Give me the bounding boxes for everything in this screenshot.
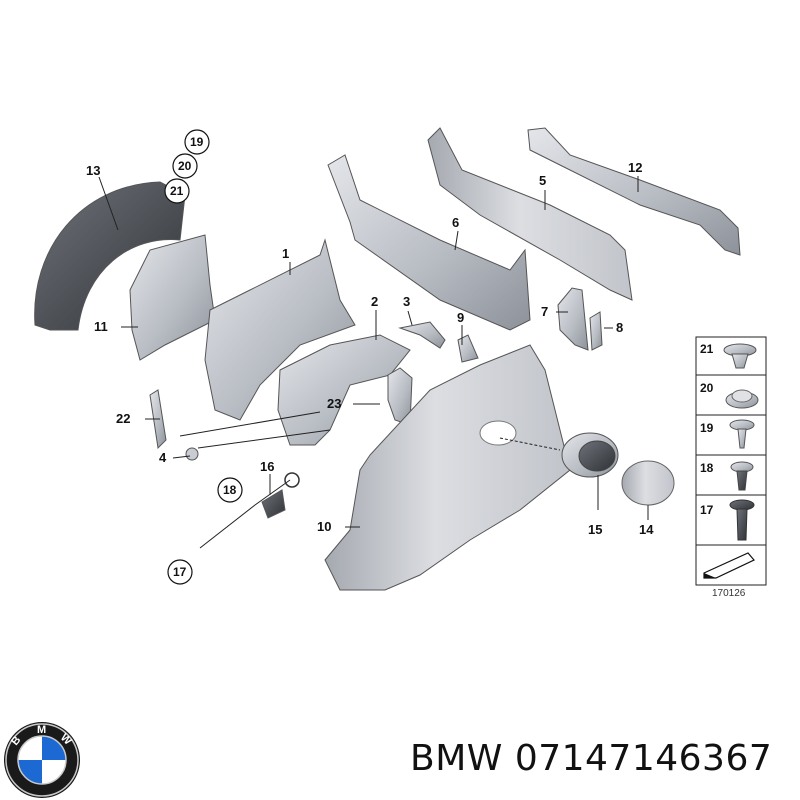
label-10: 10 [317,519,331,534]
circled-labels: 19 20 21 18 17 [164,129,243,585]
label-5: 5 [539,173,546,188]
legend-label-19: 19 [700,421,714,435]
brand-part-number-caption: BMW 07147146367 [410,738,772,779]
part-16-release-clip [261,489,286,519]
fastener-19-icon [729,419,755,449]
fastener-17-icon [729,499,755,541]
label-14: 14 [639,522,654,537]
part-15-fuel-filler-housing [561,432,619,478]
label-23: 23 [327,396,341,411]
direction-arrow-icon [703,552,755,579]
label-16: 16 [260,459,274,474]
part-10-side-panel [324,344,571,591]
label-4: 4 [159,450,167,465]
bmw-logo-icon: B M W [4,722,80,798]
part-1-inner-panel [204,238,356,421]
circled-label-19: 19 [190,135,204,149]
label-1: 1 [282,246,289,261]
part-4-clip [185,447,199,461]
part-10-fuel-opening [479,420,517,446]
circled-label-21: 21 [170,184,184,198]
circled-label-18: 18 [223,483,237,497]
part-12-reinforcement [527,127,741,256]
label-9: 9 [457,310,464,325]
fastener-legend: 21 20 19 18 17 170126 [695,336,767,599]
part-16-release-cable [199,479,291,549]
fastener-20-icon [725,389,759,409]
part-11-bracket [129,234,216,361]
legend-label-21: 21 [700,342,714,356]
label-13: 13 [86,163,100,178]
label-15: 15 [588,522,602,537]
part-5-rear-panel [427,127,633,301]
part-9-bracket [457,334,479,363]
label-22: 22 [116,411,130,426]
part-number: 07147146367 [514,738,773,779]
part-14-fuel-flap [621,460,675,506]
part-2-wheel-housing [277,334,411,446]
label-7: 7 [541,304,548,319]
brand-name: BMW [410,738,503,779]
circled-label-20: 20 [178,159,192,173]
leader-lines [98,176,649,528]
circled-label-17: 17 [173,565,187,579]
label-6: 6 [452,215,459,230]
label-11: 11 [94,319,108,334]
legend-label-20: 20 [700,381,714,395]
diagram-reference-number: 170126 [712,588,746,599]
part-8-bracket [589,311,603,351]
part-16-loop [284,472,300,488]
legend-label-18: 18 [700,461,714,475]
bmw-logo-letter-m: M [37,724,46,736]
part-3-small-bracket [398,321,446,349]
label-3: 3 [403,294,410,309]
part-labels: 13 1 2 3 9 6 5 12 7 8 11 22 23 4 10 16 1… [86,160,654,537]
legend-label-17: 17 [700,503,714,517]
fastener-21-icon [723,343,757,369]
label-8: 8 [616,320,623,335]
fastener-18-icon [730,461,754,491]
label-2: 2 [371,294,378,309]
part-6-crossmember [327,154,531,331]
part-7-bracket [557,287,589,351]
label-12: 12 [628,160,642,175]
